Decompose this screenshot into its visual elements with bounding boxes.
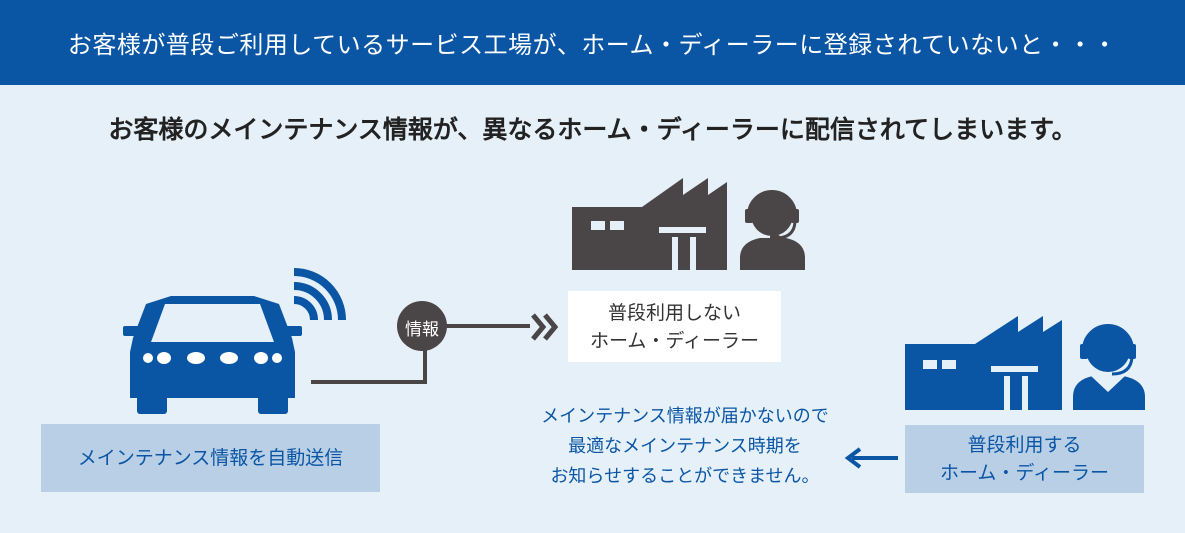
car-icon xyxy=(123,296,302,414)
auto-send-label: メインテナンス情報を自動送信 xyxy=(77,447,344,469)
notice-line1: メインテナンス情報が届かないので xyxy=(541,406,829,427)
factory-icon xyxy=(905,316,1062,410)
used-dealer-box: 普段利用する ホーム・ディーラー xyxy=(905,425,1144,493)
notice-line2: 最適なメインテナンス時期を xyxy=(568,436,802,457)
info-badge-label: 情報 xyxy=(405,319,439,340)
used-dealer-line2: ホーム・ディーラー xyxy=(939,462,1110,484)
unused-dealer-line2: ホーム・ディーラー xyxy=(589,329,760,352)
wireless-signal-icon xyxy=(293,268,346,321)
connector-line xyxy=(311,324,530,384)
unused-dealer-line1: 普段利用しない xyxy=(607,301,741,324)
notice-text: メインテナンス情報が届かないので 最適なメインテナンス時期を お知らせすることが… xyxy=(500,402,870,492)
headset-operator-icon xyxy=(740,190,805,270)
info-badge-circle xyxy=(397,301,447,351)
left-arrow-icon xyxy=(844,447,898,469)
headset-operator-icon xyxy=(1073,324,1145,410)
factory-icon xyxy=(572,178,727,270)
header-banner: お客様が普段ご利用しているサービス工場が、ホーム・ディーラーに登録されていないと… xyxy=(0,0,1185,85)
double-chevron-icon xyxy=(531,313,559,341)
used-dealer-line1: 普段利用する xyxy=(967,434,1082,456)
notice-line3: お知らせすることができません。 xyxy=(550,466,820,487)
auto-send-box: メインテナンス情報を自動送信 xyxy=(41,424,380,492)
unused-dealer-box: 普段利用しない ホーム・ディーラー xyxy=(568,291,781,362)
headline: お客様のメインテナンス情報が、異なるホーム・ディーラーに配信されてしまいます。 xyxy=(108,115,1077,144)
